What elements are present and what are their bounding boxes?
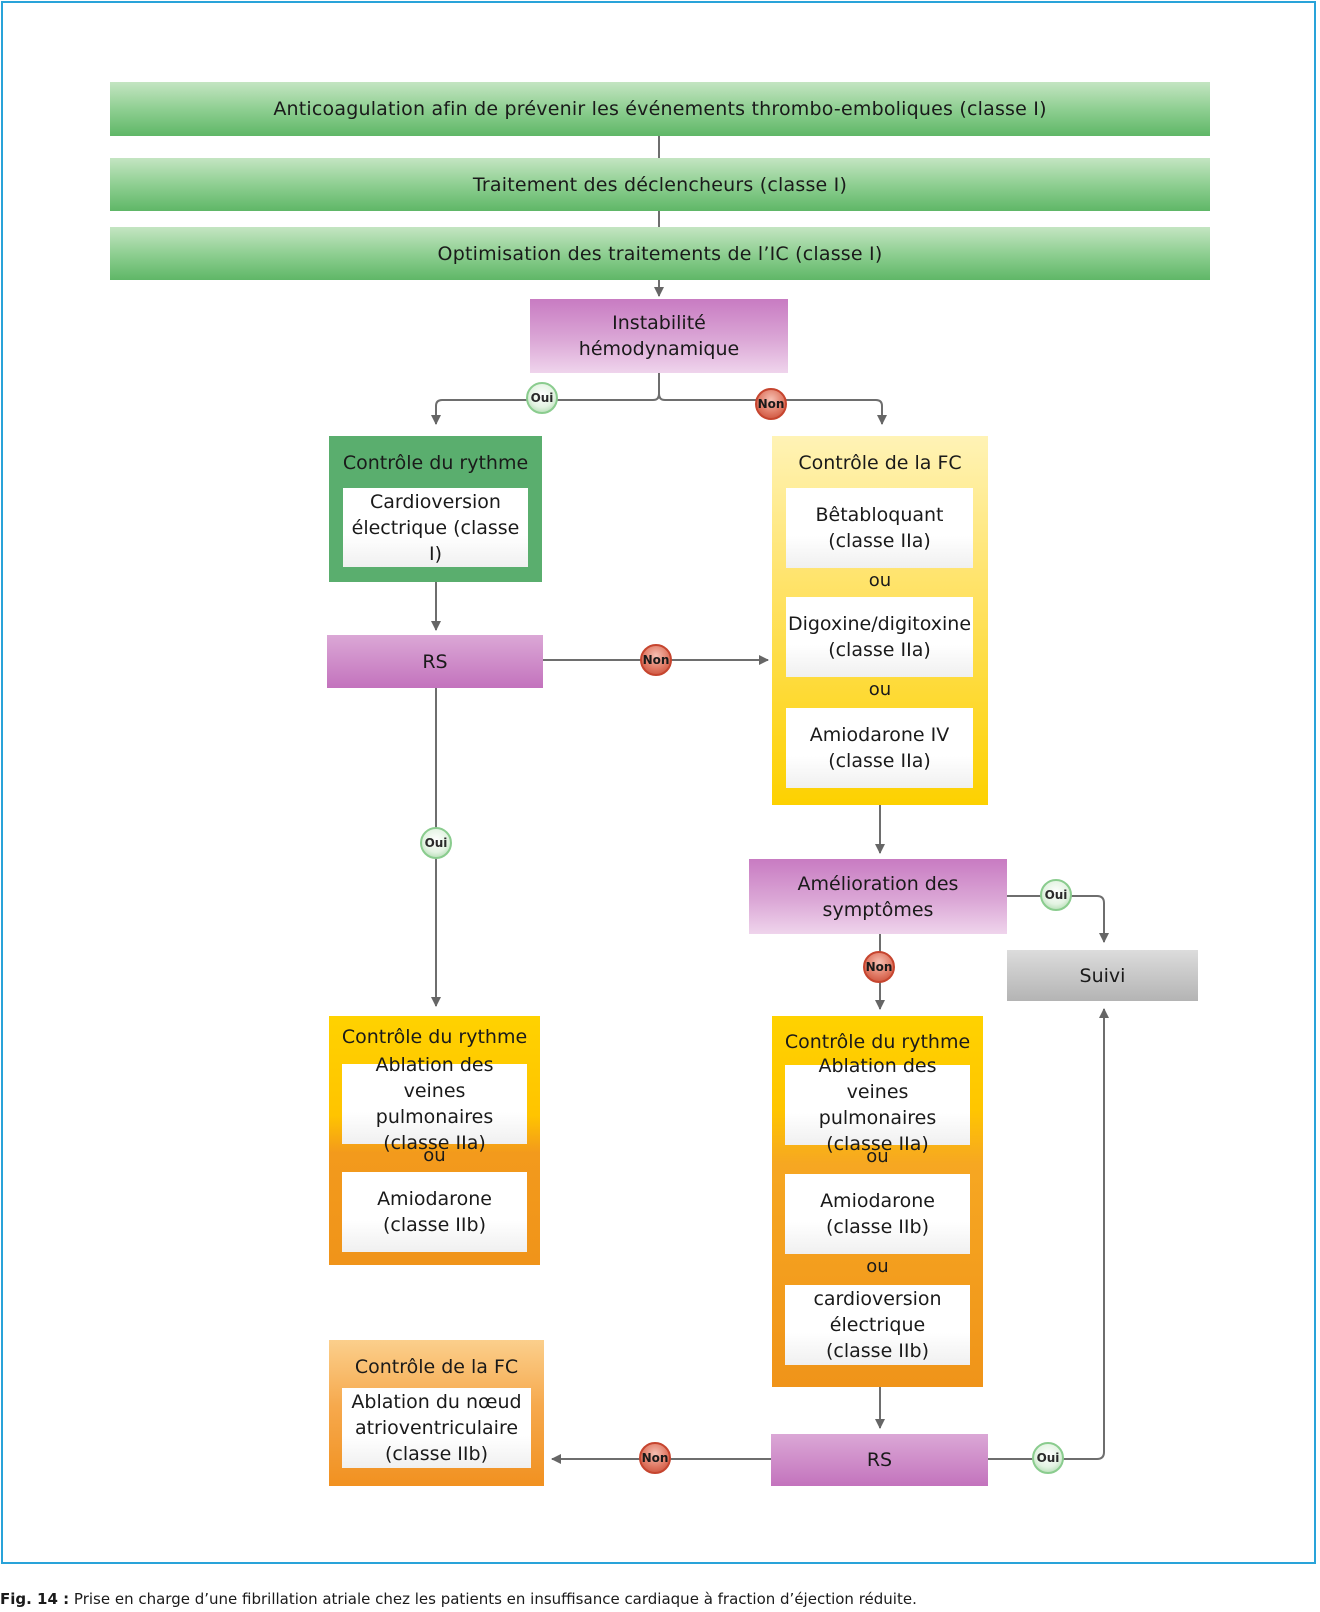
electrical-cardioversion-label: Cardioversion électrique (classe I)	[351, 490, 520, 565]
av-node-ablation-label: Ablation du nœud atrioventriculaire (cla…	[351, 1391, 522, 1465]
sinus-rhythm-label-1: RS	[422, 650, 448, 673]
digoxin-box: Digoxine/digitoxine (classe IIa)	[786, 597, 973, 677]
hf-optimization-bar: Optimisation des traitements de l’IC (cl…	[110, 227, 1210, 280]
no-badge: Non	[863, 951, 895, 983]
yes-badge: Oui	[1032, 1442, 1064, 1474]
hemodynamic-instability-box: Instabilité hémodynamique	[530, 299, 788, 373]
figure-caption: Fig. 14 : Prise en charge d’une fibrilla…	[0, 1590, 917, 1608]
cardioversion-box-2: cardioversion électrique (classe IIb)	[785, 1285, 970, 1365]
beta-blocker-box: Bêtabloquant (classe IIa)	[786, 488, 973, 568]
amiodarone-label-1: Amiodarone (classe IIb)	[377, 1188, 492, 1236]
triggers-treatment-label: Traitement des déclencheurs (classe I)	[472, 173, 848, 196]
no-badge: Non	[640, 644, 672, 676]
cardioversion-label-2: cardioversion électrique (classe IIb)	[813, 1288, 942, 1362]
hemodynamic-instability-label: Instabilité hémodynamique	[578, 312, 740, 360]
rate-control-panel-2: Contrôle de la FC Ablation du nœud atrio…	[329, 1340, 544, 1486]
follow-up-box: Suivi	[1007, 950, 1198, 1001]
rhythm-control-title-2: Contrôle du rythme	[341, 1026, 528, 1048]
rhythm-control-panel-2: Contrôle du rythme Ablation des veines p…	[329, 1016, 540, 1265]
caption-label: Fig. 14 :	[0, 1590, 70, 1608]
figure-frame	[1, 1, 1316, 1564]
hf-optimization-label: Optimisation des traitements de l’IC (cl…	[437, 242, 883, 265]
electrical-cardioversion-box: Cardioversion électrique (classe I)	[343, 488, 528, 567]
pv-ablation-label-1: Ablation des veines pulmonaires (classe …	[375, 1054, 494, 1154]
sinus-rhythm-box-2: RS	[771, 1434, 988, 1486]
rhythm-control-title-1: Contrôle du rythme	[342, 452, 529, 474]
caption-text: Prise en charge d’une fibrillation atria…	[73, 1590, 917, 1608]
anticoagulation-bar: Anticoagulation afin de prévenir les évé…	[110, 82, 1210, 136]
pv-ablation-label-2: Ablation des veines pulmonaires (classe …	[818, 1055, 937, 1155]
or-label: ou	[868, 679, 892, 700]
no-badge: Non	[755, 388, 787, 420]
amiodarone-box-1: Amiodarone (classe IIb)	[342, 1172, 527, 1252]
yes-badge: Oui	[526, 382, 558, 414]
digoxin-label: Digoxine/digitoxine (classe IIa)	[787, 613, 972, 661]
anticoagulation-label: Anticoagulation afin de prévenir les évé…	[273, 98, 1047, 120]
rhythm-control-panel-1: Contrôle du rythme Cardioversion électri…	[329, 436, 542, 582]
amiodarone-iv-box: Amiodarone IV (classe IIa)	[786, 708, 973, 788]
rate-control-title-2: Contrôle de la FC	[354, 1356, 519, 1378]
symptom-improvement-box: Amélioration des symptômes	[749, 859, 1007, 934]
av-node-ablation-box: Ablation du nœud atrioventriculaire (cla…	[342, 1388, 531, 1468]
rate-control-panel-1: Contrôle de la FC Bêtabloquant (classe I…	[772, 436, 988, 805]
yes-badge: Oui	[420, 827, 452, 859]
amiodarone-label-2: Amiodarone (classe IIb)	[820, 1190, 935, 1238]
amiodarone-iv-label: Amiodarone IV (classe IIa)	[809, 724, 950, 772]
rhythm-control-title-3: Contrôle du rythme	[784, 1031, 971, 1053]
pv-ablation-box-1: Ablation des veines pulmonaires (classe …	[342, 1054, 527, 1154]
follow-up-label: Suivi	[1079, 964, 1126, 987]
or-label: ou	[866, 1256, 889, 1277]
sinus-rhythm-label-2: RS	[866, 1449, 893, 1471]
or-label: ou	[866, 1146, 889, 1167]
or-label: ou	[423, 1145, 446, 1166]
triggers-treatment-bar: Traitement des déclencheurs (classe I)	[110, 158, 1210, 211]
sinus-rhythm-box-1: RS	[327, 635, 543, 688]
amiodarone-box-2: Amiodarone (classe IIb)	[785, 1174, 970, 1254]
yes-badge: Oui	[1040, 879, 1072, 911]
pv-ablation-box-2: Ablation des veines pulmonaires (classe …	[785, 1055, 970, 1155]
rate-control-title-1: Contrôle de la FC	[798, 452, 962, 474]
beta-blocker-label: Bêtabloquant (classe IIa)	[815, 504, 944, 552]
symptom-improvement-label: Amélioration des symptômes	[797, 872, 959, 921]
rhythm-control-panel-3: Contrôle du rythme Ablation des veines p…	[772, 1016, 983, 1387]
no-badge: Non	[639, 1442, 671, 1474]
or-label: ou	[868, 570, 892, 591]
